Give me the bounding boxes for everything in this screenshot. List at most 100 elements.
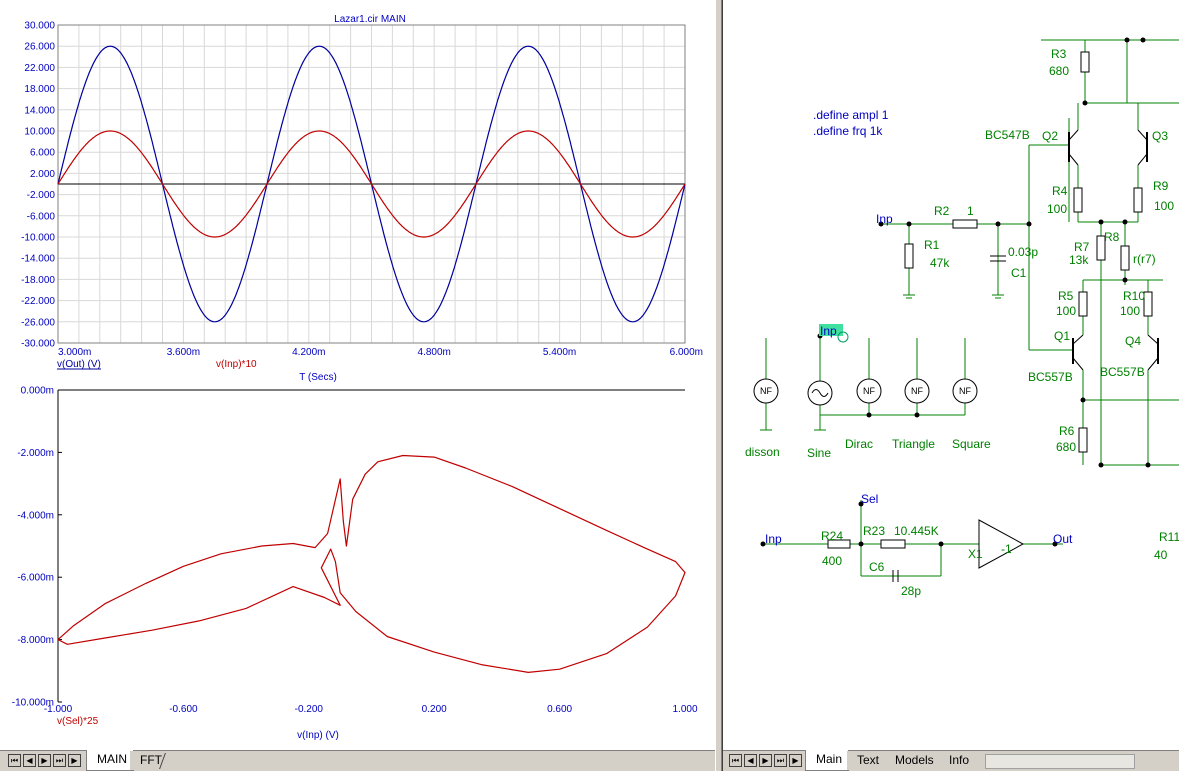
selected-node-highlight[interactable] bbox=[819, 324, 843, 336]
value-r9: 100 bbox=[1154, 199, 1174, 213]
bottom-plot-series[interactable] bbox=[57, 454, 686, 674]
label-r11: R11 bbox=[1159, 530, 1179, 544]
next-page-button[interactable]: ▶ bbox=[759, 754, 772, 767]
label-x1: X1 bbox=[968, 547, 983, 561]
define-ampl: .define ampl 1 bbox=[813, 108, 889, 122]
y-tick-label: -26.000 bbox=[21, 317, 55, 328]
top-legend-inp[interactable]: v(Inp)*10 bbox=[216, 359, 257, 370]
label-r7: R7 bbox=[1074, 240, 1090, 254]
y-tick-label: 22.000 bbox=[24, 63, 55, 74]
x-tick-label: 1.000 bbox=[672, 704, 697, 715]
label-r10: R10 bbox=[1123, 289, 1145, 303]
schematic-labels: R3 680 BC547B Q2 Q3 R4 100 R9 100 Inp R2… bbox=[745, 47, 1179, 598]
label-r-r7: r(r7) bbox=[1133, 252, 1156, 266]
y-tick-label: 6.000 bbox=[30, 148, 55, 159]
top-plot-series[interactable] bbox=[57, 45, 686, 323]
value-r11: 40 bbox=[1154, 548, 1168, 562]
circuit-components[interactable] bbox=[753, 51, 1159, 582]
tab-models[interactable]: Models bbox=[885, 751, 940, 770]
left-tab-bar: ⏮ ◀ ▶ ⏭ ▶ MAIN FFT bbox=[0, 750, 715, 771]
nf-icon: NF bbox=[959, 386, 971, 396]
selection-cursor bbox=[837, 331, 849, 343]
last-page-button[interactable]: ⏭ bbox=[53, 754, 66, 767]
prev-page-button[interactable]: ◀ bbox=[744, 754, 757, 767]
label-inp-1: Inp bbox=[876, 212, 893, 226]
bottom-plot-y-ticks: 0.000m-2.000m-4.000m-6.000m-8.000m-10.00… bbox=[12, 386, 62, 709]
nf-icon: NF bbox=[760, 386, 772, 396]
label-q1: Q1 bbox=[1054, 329, 1070, 343]
tab-main[interactable]: MAIN bbox=[86, 750, 134, 771]
tab-info[interactable]: Info bbox=[939, 751, 976, 770]
y-tick-label: -6.000 bbox=[27, 211, 56, 222]
x-tick-label: 3.000m bbox=[58, 347, 91, 358]
x-tick-label: 4.800m bbox=[418, 347, 451, 358]
horizontal-scrollbar[interactable] bbox=[985, 754, 1135, 769]
y-tick-label: 2.000 bbox=[30, 169, 55, 180]
label-dissonance: disson bbox=[745, 445, 780, 459]
source-labels: NF NF NF NF bbox=[760, 386, 971, 396]
value-r2: 1 bbox=[967, 204, 974, 218]
y-tick-label: 30.000 bbox=[24, 21, 55, 32]
top-plot-grid bbox=[57, 24, 686, 344]
label-square: Square bbox=[952, 437, 991, 451]
label-sine: Sine bbox=[807, 446, 831, 460]
schematic-defines: .define ampl 1 .define frq 1k bbox=[813, 108, 889, 138]
label-r8: R8 bbox=[1104, 230, 1120, 244]
bottom-plot-x-label: v(Inp) (V) bbox=[297, 730, 339, 741]
plot-title: Lazar1.cir MAIN bbox=[334, 14, 406, 25]
y-tick-label: -6.000m bbox=[17, 573, 54, 584]
y-tick-label: -2.000 bbox=[27, 190, 56, 201]
y-tick-label: -8.000m bbox=[17, 635, 54, 646]
label-gain: -1 bbox=[1001, 542, 1012, 556]
tab-fft[interactable]: FFT bbox=[130, 751, 168, 770]
value-r23: 10.445K bbox=[894, 524, 939, 538]
top-legend-out[interactable]: v(Out) (V) bbox=[57, 359, 101, 370]
value-r24: 400 bbox=[822, 554, 842, 568]
next-page-button[interactable]: ▶ bbox=[38, 754, 51, 767]
x-tick-label: 3.600m bbox=[167, 347, 200, 358]
series-curve[interactable] bbox=[57, 454, 686, 674]
value-r7: 13k bbox=[1069, 253, 1089, 267]
scroll-right-button[interactable]: ▶ bbox=[789, 754, 802, 767]
x-tick-label: -0.200 bbox=[295, 704, 324, 715]
value-r6: 680 bbox=[1056, 440, 1076, 454]
value-r5: 100 bbox=[1056, 304, 1076, 318]
x-tick-label: -1.000 bbox=[44, 704, 73, 715]
last-page-button[interactable]: ⏭ bbox=[774, 754, 787, 767]
schematic-pane[interactable]: .define ampl 1 .define frq 1k R3 680 BC5… bbox=[722, 0, 1179, 771]
label-r5: R5 bbox=[1058, 289, 1074, 303]
label-q2: Q2 bbox=[1042, 129, 1058, 143]
label-r6: R6 bbox=[1059, 424, 1075, 438]
first-page-button[interactable]: ⏮ bbox=[729, 754, 742, 767]
plots-svg: Lazar1.cir MAIN 30.00026.00022.00018.000… bbox=[12, 14, 703, 741]
label-r2: R2 bbox=[934, 204, 950, 218]
x-tick-label: 0.600 bbox=[547, 704, 572, 715]
series-line[interactable] bbox=[57, 130, 686, 238]
y-tick-label: -14.000 bbox=[21, 254, 55, 265]
label-inp-2: Inp bbox=[820, 324, 837, 338]
value-c6: 28p bbox=[901, 584, 921, 598]
define-frq: .define frq 1k bbox=[813, 124, 883, 138]
label-r1: R1 bbox=[924, 238, 940, 252]
prev-page-button[interactable]: ◀ bbox=[23, 754, 36, 767]
label-dirac: Dirac bbox=[845, 437, 873, 451]
label-c6: C6 bbox=[869, 560, 885, 574]
x-tick-label: -0.600 bbox=[169, 704, 198, 715]
y-tick-label: 10.000 bbox=[24, 127, 55, 138]
label-bc557b-1: BC557B bbox=[1028, 370, 1073, 384]
tab-main[interactable]: Main bbox=[805, 750, 850, 771]
pane-splitter[interactable] bbox=[715, 0, 722, 771]
y-tick-label: 14.000 bbox=[24, 105, 55, 116]
value-r1: 47k bbox=[930, 256, 950, 270]
circuit-nodes bbox=[760, 37, 1151, 547]
scroll-right-button[interactable]: ▶ bbox=[68, 754, 81, 767]
tab-text[interactable]: Text bbox=[847, 751, 886, 770]
label-sel: Sel bbox=[861, 492, 878, 506]
x-tick-label: 6.000m bbox=[670, 347, 703, 358]
first-page-button[interactable]: ⏮ bbox=[8, 754, 21, 767]
bottom-legend-sel[interactable]: v(Sel)*25 bbox=[57, 716, 99, 727]
schematic-canvas[interactable]: .define ampl 1 .define frq 1k R3 680 BC5… bbox=[723, 0, 1179, 750]
